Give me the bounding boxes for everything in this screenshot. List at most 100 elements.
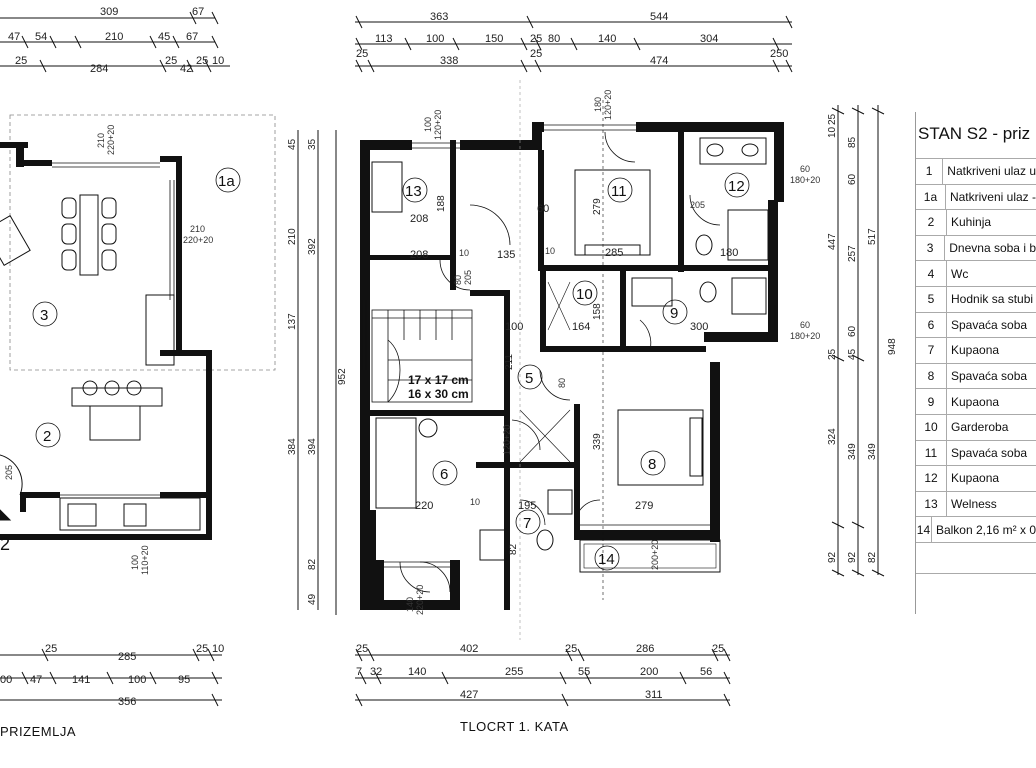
dim-label: 10	[459, 248, 469, 258]
legend-room-name: Kupaona	[951, 471, 1000, 486]
dim-label: 113	[375, 33, 393, 45]
dim-label: 427	[460, 689, 478, 701]
legend-room-name: Spavaća soba	[951, 445, 1028, 460]
dim-label: 25	[530, 33, 542, 45]
opening-note: 120+20	[603, 90, 613, 120]
dim-label: 82	[867, 551, 878, 563]
room-number-9: 9	[670, 305, 678, 322]
dim-label: 25	[15, 55, 27, 67]
opening-note: 200+20	[650, 540, 660, 570]
dim-label: 10	[545, 246, 555, 256]
dim-label: 384	[287, 438, 298, 455]
dim-label: 25	[356, 48, 368, 60]
dim-label: 447	[827, 233, 838, 250]
first-floor-interior-dimensions: 208 188 208 135 285 180 279 205 100 164 …	[410, 195, 738, 555]
legend-room-name: Spavaća soba	[951, 317, 1028, 332]
dim-label: 363	[430, 11, 448, 23]
dim-label: 55	[578, 666, 590, 678]
stair-riser-size: 17 x 17 cm	[408, 373, 469, 387]
dim-label: 100	[128, 674, 146, 686]
dim-label: 92	[847, 551, 858, 563]
legend-room-number: 14	[916, 517, 932, 542]
opening-note: 120+20	[502, 425, 512, 455]
dim-label: 56	[700, 666, 712, 678]
dim-label: 95	[178, 674, 190, 686]
legend-row: 2 Kuhinja	[916, 209, 1036, 235]
dim-label: 309	[100, 6, 118, 18]
opening-note: 100	[423, 117, 433, 132]
dim-label: 211	[504, 354, 515, 370]
entrance-marker: 2	[0, 534, 10, 554]
dim-label: 80	[557, 378, 567, 388]
dim-label: 402	[460, 643, 478, 655]
room-number-6: 6	[440, 466, 448, 483]
legend-room-name: Kupaona	[951, 343, 1000, 358]
legend-title: STAN S2 - priz	[918, 124, 1031, 143]
opening-note: 120+20	[433, 110, 443, 140]
dim-label: 00	[0, 674, 12, 686]
dim-label: 544	[650, 11, 668, 23]
dim-label: 25	[565, 643, 577, 655]
dim-label: 338	[440, 55, 458, 67]
ground-floor-plan	[0, 11, 319, 707]
room-number: 2	[43, 428, 51, 445]
dim-label: 54	[35, 31, 47, 43]
room-number-8: 8	[648, 456, 656, 473]
dim-label: 92	[827, 551, 838, 563]
room-number-5: 5	[525, 370, 533, 387]
dim-label: 150	[485, 33, 503, 45]
dim-label: 100	[505, 321, 523, 333]
dim-label: 25	[196, 643, 208, 655]
legend-room-name: Balkon 2,16 m² x 0	[935, 522, 1036, 537]
opening-note: 60	[800, 164, 810, 174]
dim-label: 60	[847, 325, 858, 337]
dim-label: 25	[530, 48, 542, 60]
dim-label: 208	[410, 213, 428, 225]
dim-label: 35	[307, 138, 318, 150]
opening-note: 180	[593, 97, 603, 112]
dim-label: 394	[307, 438, 318, 455]
dim-label: 25	[827, 113, 838, 125]
dim-label: 339	[592, 433, 603, 450]
dim-label: 10	[470, 497, 480, 507]
dim-label: 47	[8, 31, 20, 43]
legend-room-number: 10	[916, 414, 947, 440]
legend-room-number: 2	[916, 210, 947, 235]
opening-note: 110+20	[140, 545, 150, 575]
legend-room-number: 8	[916, 363, 947, 389]
dim-label: 188	[436, 195, 447, 212]
stair-tread-size: 16 x 30 cm	[408, 387, 469, 401]
dim-label: 47	[30, 674, 42, 686]
first-floor-top-dimensions: 363 544 113 100 150 25 80 140 304 25 338…	[356, 11, 788, 67]
legend-room-number: 1	[916, 159, 944, 184]
legend-room-name: Hodnik sa stubi	[951, 292, 1034, 307]
dim-label: 137	[287, 313, 298, 330]
dim-label: 279	[635, 500, 653, 512]
dim-label: 80	[548, 33, 560, 45]
dim-label: 195	[518, 500, 536, 512]
dim-label: 25	[165, 55, 177, 67]
dim-label: 200	[640, 666, 658, 678]
legend-room-number: 5	[916, 286, 947, 312]
legend-room-number: 4	[916, 261, 947, 286]
opening-note: 205	[463, 270, 473, 285]
legend-row-empty	[916, 541, 1036, 574]
legend-room-number: 13	[916, 491, 947, 517]
room-number: 1a	[218, 173, 235, 190]
first-floor-caption: TLOCRT 1. KATA	[460, 719, 569, 734]
legend-room-name: Kuhinja	[951, 215, 992, 230]
dim-label: 208	[410, 249, 428, 261]
legend-room-name: Natkriveni ulaz u	[947, 164, 1036, 179]
dim-label: 45	[287, 138, 298, 150]
dim-label: 158	[592, 303, 603, 320]
